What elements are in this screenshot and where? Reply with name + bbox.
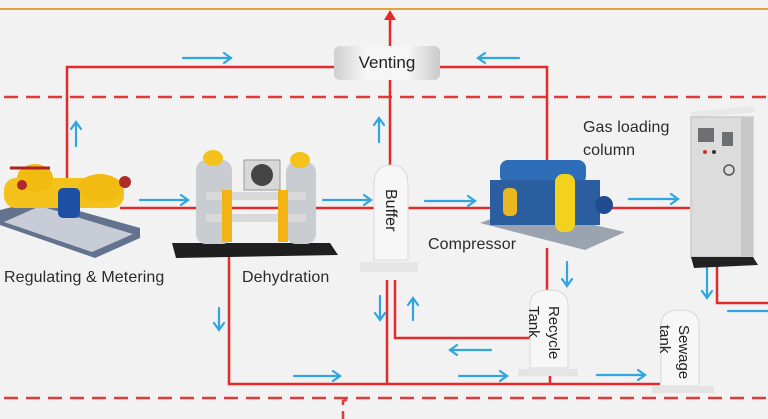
pipe-recycle-return (393, 280, 530, 340)
gas-loading-label-line2: column (583, 142, 636, 159)
flow-arrow-up-icon (406, 296, 420, 322)
flow-arrows (69, 51, 768, 383)
flow-arrow-up-icon (372, 116, 386, 144)
flow-arrow-down-icon (700, 264, 714, 300)
flow-arrow-right-icon (181, 51, 233, 65)
flow-arrow-down-icon (212, 306, 226, 332)
flow-arrow-down-icon (373, 294, 387, 322)
flow-arrow-down-icon (560, 260, 574, 288)
flow-arrow-right-icon (457, 369, 509, 383)
exhaust-arrow-icon (384, 10, 396, 20)
recycle-tank-vessel (518, 289, 578, 376)
dashed-branch-line (341, 396, 353, 419)
flow-arrow-right-icon (595, 368, 647, 382)
compressor-equipment (480, 160, 625, 250)
pipe-bottom-collector (227, 252, 660, 386)
flow-arrow-right-icon (292, 369, 342, 383)
compressor-label: Compressor (428, 236, 517, 253)
sewage-tank-vessel (652, 309, 714, 393)
regulating-metering-label: Regulating & Metering (4, 269, 165, 286)
gas-loading-label-line1: Gas loading (583, 119, 670, 136)
dehydration-equipment (172, 150, 338, 258)
gas-loading-column-equipment (690, 106, 758, 268)
pipe-compressor-to-venting (440, 65, 549, 160)
venting-node: Venting (334, 46, 440, 80)
flow-arrow-right-icon (138, 193, 190, 207)
pipe-regulating-to-venting (65, 65, 334, 190)
sewage-tank-label-line1: Sewage (675, 325, 692, 380)
flow-arrow-right-icon (321, 193, 373, 207)
dehydration-label: Dehydration (242, 269, 330, 286)
venting-label: Venting (358, 53, 416, 72)
flow-arrow-right-icon (423, 194, 477, 208)
pipe-gas-loading-out (715, 262, 768, 305)
buffer-vessel (360, 164, 418, 272)
buffer-label: Buffer (382, 189, 399, 232)
sewage-tank-label-line2: tank (656, 325, 673, 354)
flow-arrow-left-icon (448, 343, 493, 357)
recycle-tank-label-line1: Recycle (545, 306, 562, 360)
flow-arrow-left-icon (476, 51, 521, 65)
flow-arrow-right-icon (627, 192, 680, 206)
flow-arrow-up-icon (69, 120, 83, 148)
regulating-metering-equipment (0, 164, 140, 258)
recycle-tank-label-line2: Tank (525, 306, 542, 338)
